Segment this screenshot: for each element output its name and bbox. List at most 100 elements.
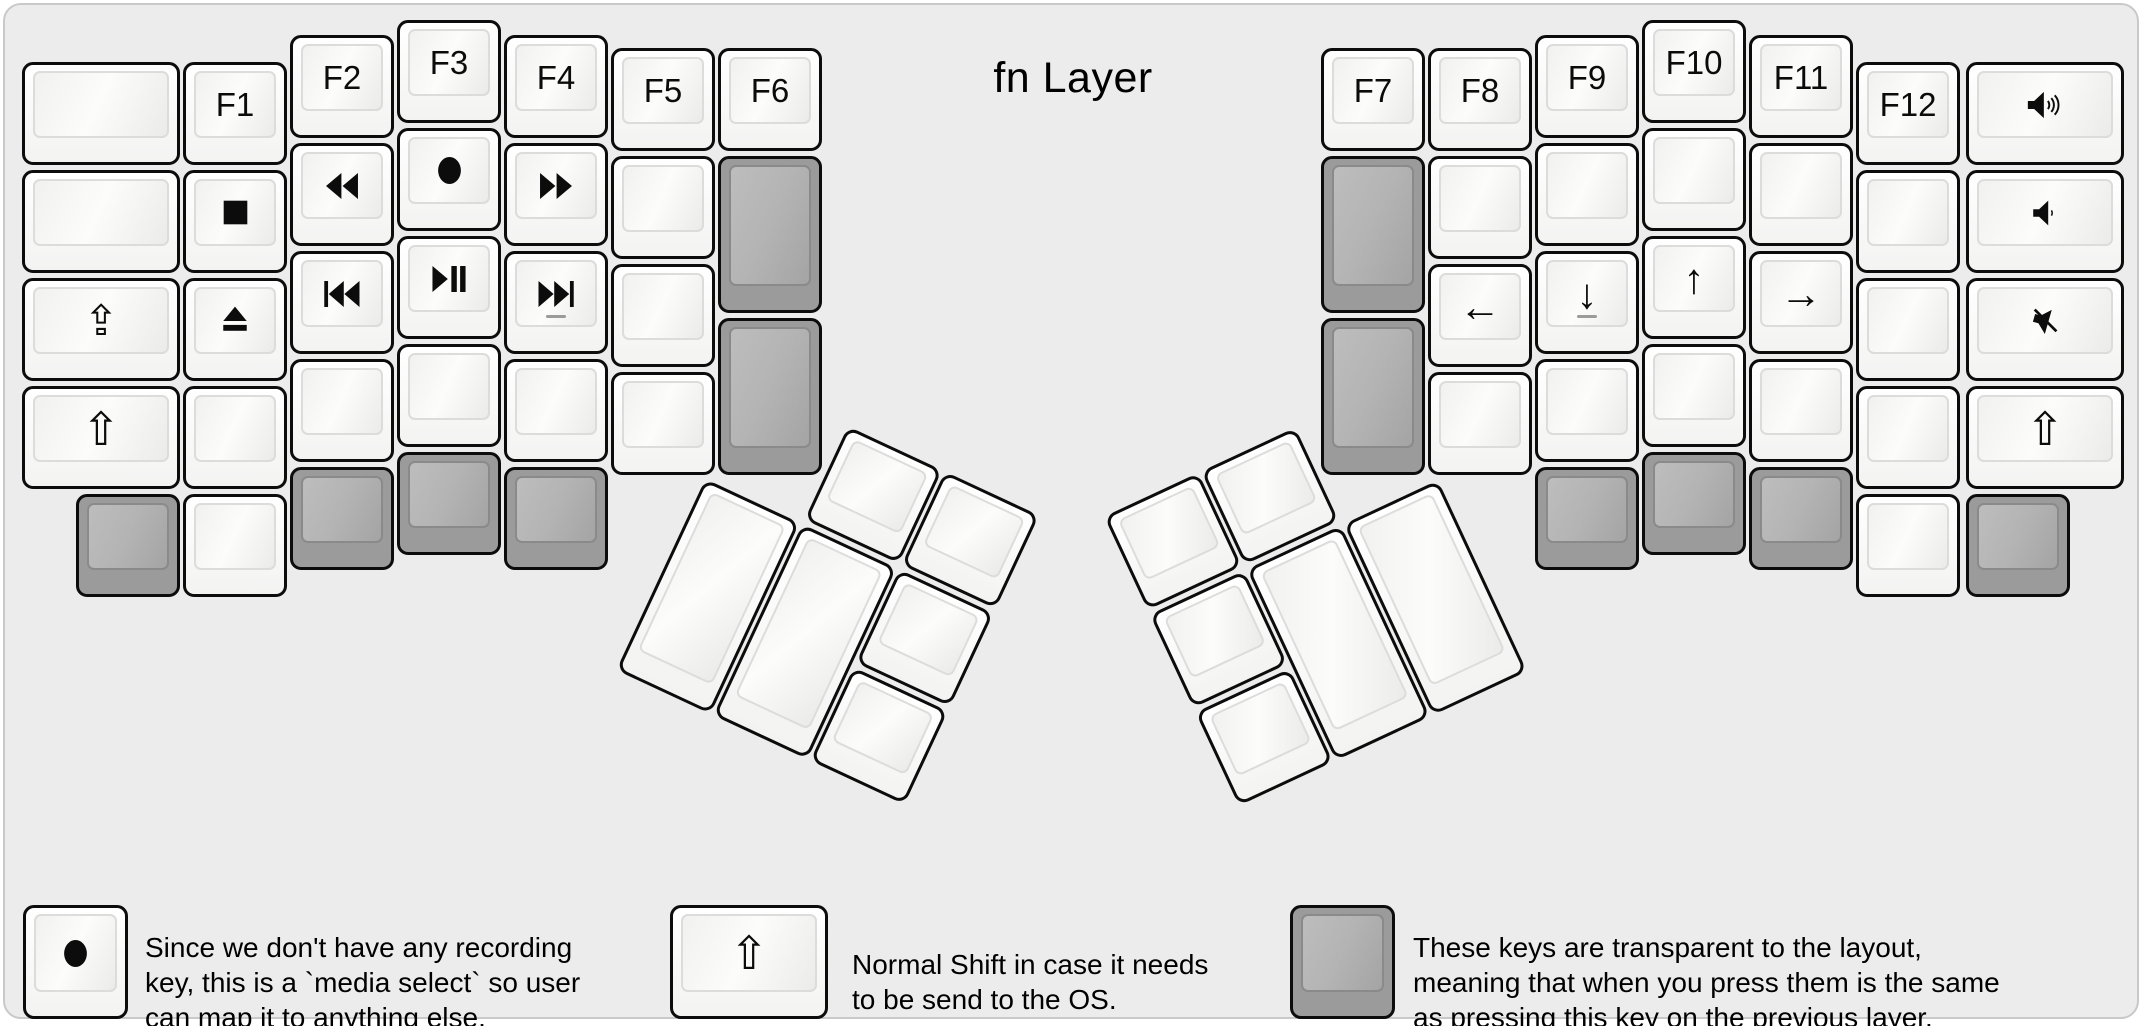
key-right-bottom-transparent-2[interactable]: [1642, 452, 1746, 555]
key-fast-forward[interactable]: [504, 143, 608, 246]
key-left-outer-row2-blank[interactable]: [22, 170, 180, 273]
key-rewind[interactable]: [290, 143, 394, 246]
key-left-col6-row4-blank[interactable]: [611, 372, 715, 475]
key-left-bottom-transparent-2[interactable]: [290, 467, 394, 570]
keycap-face: F9: [1546, 44, 1628, 111]
key-left-col4-row4-blank[interactable]: [397, 344, 501, 447]
keycap-face: [1867, 287, 1949, 354]
rewind-icon: [325, 172, 359, 199]
key-label: F8: [1460, 71, 1500, 109]
key-shift-left[interactable]: ⇧: [22, 386, 180, 489]
keycap-face: F6: [729, 57, 811, 124]
key-shift-right[interactable]: ⇧: [1966, 386, 2124, 489]
keycap-face: [1209, 681, 1312, 777]
keycap-face: [33, 71, 169, 138]
key-right-bottom-transparent-4[interactable]: [1966, 494, 2070, 597]
key-left-col5-row4-blank[interactable]: [504, 359, 608, 462]
key-right-col6-row2-blank[interactable]: [1856, 170, 1960, 273]
keycap-face: [729, 327, 811, 448]
key-left-outer-row1-blank[interactable]: [22, 62, 180, 165]
key-stop[interactable]: [183, 170, 287, 273]
page-title: fn Layer: [993, 54, 1153, 102]
key-f11[interactable]: F11: [1749, 35, 1853, 138]
key-right-col2-row4-blank[interactable]: [1428, 372, 1532, 475]
shift-icon: ⇧: [2025, 402, 2065, 455]
key-right-col6-row3-blank[interactable]: [1856, 278, 1960, 381]
key-right-inner-transparent-top[interactable]: [1321, 156, 1425, 313]
keycap-face: [1653, 353, 1735, 420]
key-right-col5-row4-blank[interactable]: [1749, 359, 1853, 462]
keycap-face: [1977, 179, 2113, 246]
key-arrow-up[interactable]: ↑: [1642, 236, 1746, 339]
keycap-face: ⇪: [33, 287, 169, 354]
key-caps-lock[interactable]: ⇪: [22, 278, 180, 381]
keycap-face: [622, 381, 704, 448]
key-eject[interactable]: [183, 278, 287, 381]
key-right-col6-row4-blank[interactable]: [1856, 386, 1960, 489]
key-label: F11: [1773, 58, 1829, 96]
legend-line: Since we don't have any recording: [145, 932, 573, 963]
key-f5[interactable]: F5: [611, 48, 715, 151]
legend-line: meaning that when you press them is the …: [1413, 967, 2000, 998]
key-right-bottom-blank[interactable]: [1856, 494, 1960, 597]
key-left-inner-transparent-top[interactable]: [718, 156, 822, 313]
key-right-bottom-transparent-3[interactable]: [1749, 467, 1853, 570]
keycap-face: [408, 353, 490, 420]
key-f7[interactable]: F7: [1321, 48, 1425, 151]
key-label: F5: [643, 71, 683, 109]
key-right-inner-transparent-bottom[interactable]: [1321, 318, 1425, 475]
key-right-col3-row4-blank[interactable]: [1535, 359, 1639, 462]
key-right-col5-row2-blank[interactable]: [1749, 143, 1853, 246]
key-mute[interactable]: [1966, 278, 2124, 381]
keycap-face: [87, 503, 169, 570]
key-right-col4-row2-blank[interactable]: [1642, 128, 1746, 231]
key-f4[interactable]: F4: [504, 35, 608, 138]
keycap-face: F3: [408, 29, 490, 96]
keycap-face: [1760, 368, 1842, 435]
key-volume-up[interactable]: [1966, 62, 2124, 165]
key-arrow-right[interactable]: →: [1749, 251, 1853, 354]
key-arrow-left[interactable]: ←: [1428, 264, 1532, 367]
keycap-face: [194, 179, 276, 246]
key-skip-back[interactable]: [290, 251, 394, 354]
key-media-select-record[interactable]: [397, 128, 501, 231]
key-f9[interactable]: F9: [1535, 35, 1639, 138]
keycap-face: [301, 368, 383, 435]
key-left-inner-transparent-bottom[interactable]: [718, 318, 822, 475]
key-f8[interactable]: F8: [1428, 48, 1532, 151]
skip-forward-icon: [538, 280, 574, 307]
keycap-face: [33, 179, 169, 246]
key-arrow-down[interactable]: ↓: [1535, 251, 1639, 354]
key-f10[interactable]: F10: [1642, 20, 1746, 123]
legend-line: key, this is a `media select` so user: [145, 967, 581, 998]
key-right-col3-row2-blank[interactable]: [1535, 143, 1639, 246]
key-left-col6-row3-blank[interactable]: [611, 264, 715, 367]
key-volume-down[interactable]: [1966, 170, 2124, 273]
key-left-bottom-blank[interactable]: [183, 494, 287, 597]
key-left-bottom-transparent-1[interactable]: [76, 494, 180, 597]
keycap-face: [515, 368, 597, 435]
keycap-face: [194, 287, 276, 354]
key-left-col3-row4-blank[interactable]: [290, 359, 394, 462]
key-f3[interactable]: F3: [397, 20, 501, 123]
key-left-bottom-transparent-3[interactable]: [397, 452, 501, 555]
keycap-face: F12: [1867, 71, 1949, 138]
key-play-pause[interactable]: [397, 236, 501, 339]
keycap-face: [194, 395, 276, 462]
key-right-col4-row4-blank[interactable]: [1642, 344, 1746, 447]
key-f12[interactable]: F12: [1856, 62, 1960, 165]
key-f1[interactable]: F1: [183, 62, 287, 165]
key-left-bottom-transparent-4[interactable]: [504, 467, 608, 570]
keycap-face: [1977, 503, 2059, 570]
key-f6[interactable]: F6: [718, 48, 822, 151]
key-label: F7: [1353, 71, 1393, 109]
key-right-col2-row2-blank[interactable]: [1428, 156, 1532, 259]
key-left-col6-row2-blank[interactable]: [611, 156, 715, 259]
legend-line: as pressing this key on the previous lay…: [1413, 1002, 1933, 1026]
key-skip-forward[interactable]: [504, 251, 608, 354]
keycap-face: F2: [301, 44, 383, 111]
record-icon: [437, 156, 462, 185]
key-left-col2-row4-blank[interactable]: [183, 386, 287, 489]
key-right-bottom-transparent-1[interactable]: [1535, 467, 1639, 570]
key-f2[interactable]: F2: [290, 35, 394, 138]
